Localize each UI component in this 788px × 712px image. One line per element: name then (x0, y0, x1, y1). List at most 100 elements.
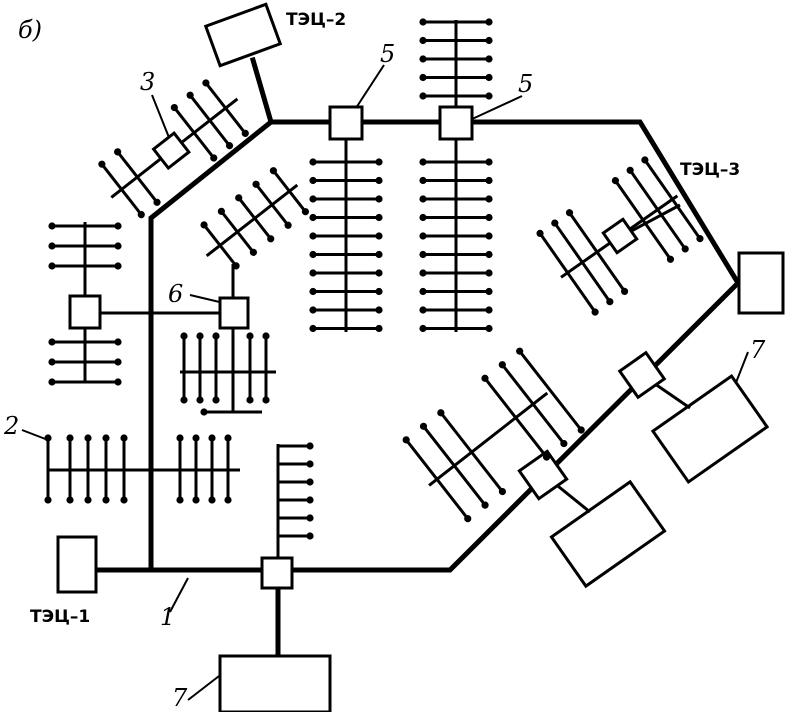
consumer-dot (485, 287, 493, 296)
consumer-dot (284, 221, 292, 229)
consumer-dot (48, 358, 56, 366)
callout-2: 2 (3, 412, 19, 440)
consumer-dot (98, 160, 106, 168)
consumer-dot (375, 324, 383, 333)
consumer-dot (485, 158, 493, 166)
consumer-dot (485, 250, 493, 259)
consumer-dot (481, 374, 489, 382)
consumer-dot (485, 73, 493, 82)
plant-tec2 (203, 2, 283, 68)
pipe-segment (116, 150, 159, 204)
consumer-dot (210, 154, 218, 162)
consumer-dot (419, 73, 427, 82)
consumer-dot (212, 332, 220, 340)
consumer-dot (560, 439, 568, 448)
consumer-dot (186, 91, 194, 99)
consumer-dot (309, 176, 317, 185)
consumer-dot (202, 79, 210, 87)
pipe-segment (100, 163, 143, 216)
consumer-dot (252, 180, 260, 188)
pipe-segment (501, 363, 566, 445)
consumer-dot (481, 501, 489, 509)
branch-station-5-left (309, 139, 383, 333)
consumer-dot (641, 156, 649, 164)
consumer-dot (114, 148, 122, 156)
consumer-dot (44, 496, 52, 504)
pipe-segment (220, 210, 255, 254)
consumer-dot (176, 434, 184, 442)
consumer-dot (200, 408, 208, 416)
pipe-segment (202, 223, 238, 267)
pipe-segment (518, 350, 583, 431)
consumer-dot (114, 358, 122, 366)
consumer-dot (267, 235, 275, 243)
consumer-dot (419, 92, 427, 100)
inner-diagonal-branch (200, 167, 310, 298)
consumer-dot (309, 213, 317, 222)
consumer-dot (485, 269, 493, 277)
consumer-dot (309, 324, 317, 333)
consumer-dot (419, 195, 427, 203)
consumer-dot (176, 496, 184, 504)
consumer-dot (577, 426, 585, 434)
consumer-dot (180, 332, 188, 340)
consumer-dot (306, 478, 314, 486)
consumer-dot (309, 232, 317, 240)
station-5-right (438, 105, 474, 141)
consumer-dot (114, 338, 122, 346)
consumer-dot (241, 129, 249, 137)
callout-7-right: 7 (750, 336, 766, 364)
pipe-segment (553, 222, 612, 303)
pipe-segment (404, 438, 469, 520)
consumer-dot (626, 166, 634, 174)
substation-6 (218, 296, 250, 330)
lower-right-grid (402, 347, 585, 523)
consumer-dot (666, 255, 675, 263)
consumer-dot (375, 195, 383, 203)
plant-tec1 (56, 535, 98, 594)
consumer-dot (224, 434, 232, 442)
left-consumer-cluster (48, 222, 122, 386)
consumer-dot (48, 242, 56, 250)
consumer-dot (485, 306, 493, 314)
panel-label: б) (18, 16, 42, 44)
consumer-dot (200, 221, 208, 229)
consumer-dot (485, 18, 493, 26)
consumer-dot (375, 269, 383, 277)
consumer-dot (246, 332, 254, 340)
consumer-dot (375, 232, 383, 240)
consumer-dot (485, 324, 493, 333)
consumer-dot (48, 378, 56, 386)
consumer-dot (301, 208, 310, 216)
plant-7-lower-right (549, 479, 667, 589)
consumer-dot (419, 324, 427, 333)
consumer-dot (419, 287, 427, 296)
consumer-dot (208, 434, 216, 442)
consumer-dot (419, 158, 427, 166)
consumer-dot (375, 250, 383, 259)
consumer-dot (419, 232, 427, 240)
consumer-dot (485, 176, 493, 185)
consumer-dot (419, 176, 427, 185)
consumer-dot (66, 434, 74, 442)
consumer-dot (419, 55, 427, 63)
callout-5-left: 5 (380, 40, 395, 68)
pipe-segment (204, 81, 247, 135)
consumer-dot (102, 496, 110, 504)
consumer-dot (235, 194, 243, 202)
consumer-dot (309, 306, 317, 314)
consumer-dot (306, 496, 314, 504)
consumer-dot (196, 396, 204, 404)
consumer-dot (402, 436, 410, 444)
consumer-dot (419, 18, 427, 26)
consumer-dot (606, 298, 614, 306)
consumer-dot (498, 487, 507, 496)
consumer-dot (180, 396, 188, 404)
consumer-dot (48, 222, 56, 230)
consumer-dot (620, 287, 629, 295)
consumer-dot (309, 250, 317, 259)
consumer-dot (464, 515, 472, 523)
node-right-lower (517, 449, 569, 501)
consumer-dot (153, 198, 161, 206)
